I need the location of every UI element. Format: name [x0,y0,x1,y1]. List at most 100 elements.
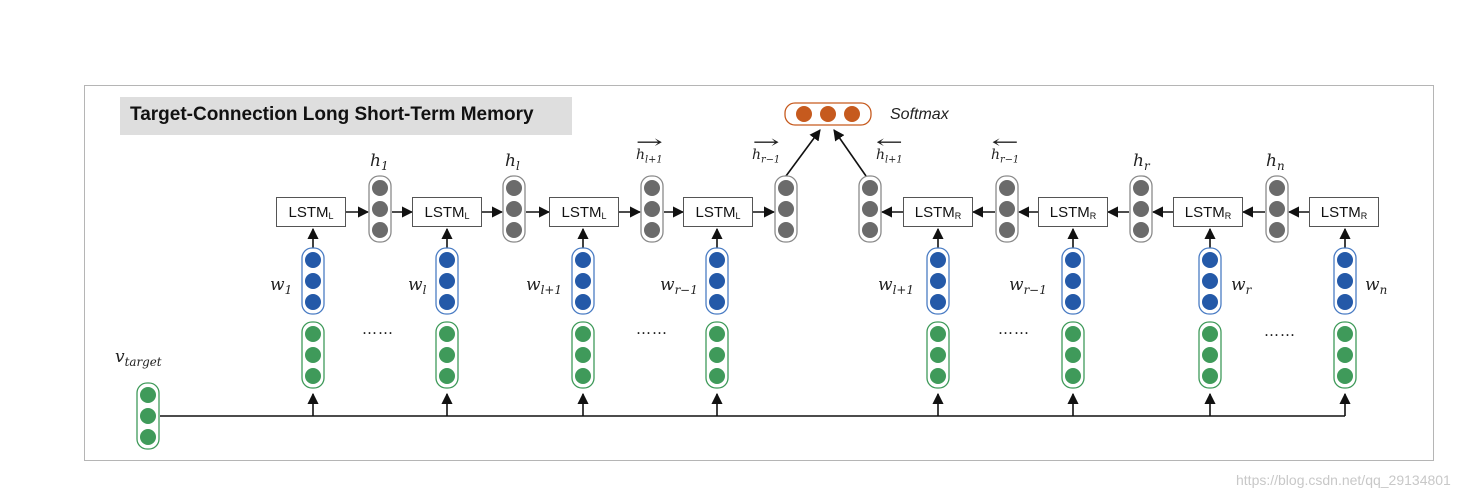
word-embedding-vector [571,247,595,315]
target-embedding-vector [435,321,459,389]
word-embedding-vector [1198,247,1222,315]
hidden-label: →hr−1 [752,134,780,165]
vector-unit [930,252,946,268]
to-softmax-arrow [833,129,867,177]
vector-unit [575,326,591,342]
vector-unit [1337,347,1353,363]
label-subscript: l+1 [540,283,562,298]
vector-unit [305,273,321,289]
vector-unit [1065,347,1081,363]
label-subscript: r−1 [674,283,698,298]
ellipsis: …… [1264,322,1296,340]
lstm-text: LSTM [288,203,329,221]
vector-unit [305,252,321,268]
word-label: wr [1231,277,1251,297]
target-embedding-vector [1198,321,1222,389]
vector-unit [1202,347,1218,363]
vector-unit [862,222,878,238]
lstm-text: LSTM [914,203,955,221]
hidden-state-vector [858,175,882,243]
label-subscript: r [1143,159,1150,174]
vector-unit [1065,273,1081,289]
vector-unit [1337,326,1353,342]
lstm-subscript: R [1224,210,1232,221]
vector-unit [506,180,522,196]
vector-unit [709,252,725,268]
vector-unit [1202,294,1218,310]
label-subscript: l+1 [892,283,914,298]
label-subscript: n [1276,159,1285,174]
vector-unit [506,222,522,238]
label-subscript: 1 [284,283,293,298]
label-base: h [1266,151,1277,171]
watermark: https://blog.csdn.net/qq_29134801 [1236,472,1451,488]
vector-unit [999,180,1015,196]
label-base: w [1365,275,1380,295]
vector-unit [862,180,878,196]
vector-unit [1202,368,1218,384]
hidden-label: hn [1266,153,1285,173]
vector-unit [439,368,455,384]
label-base: h [876,147,886,163]
hidden-label: h1 [370,153,389,173]
lstm-text: LSTM [1049,203,1090,221]
word-embedding-vector [705,247,729,315]
direction-arrow: → [752,132,780,153]
target-vector [136,382,160,450]
vector-unit [709,326,725,342]
word-embedding-vector [435,247,459,315]
diagram-frame [84,85,1434,461]
vector-unit [644,180,660,196]
vector-unit [709,368,725,384]
vector-unit [1269,222,1285,238]
hidden-state-vector [1265,175,1289,243]
target-embedding-vector [926,321,950,389]
word-label: wl+1 [878,277,914,297]
lstm-subscript: L [601,210,607,221]
label-subscript: l+1 [645,154,663,166]
vector-unit [439,273,455,289]
vector-unit [709,347,725,363]
vector-unit [1133,201,1149,217]
vector-unit [140,429,156,445]
vector-unit [439,252,455,268]
label-base: w [1231,275,1246,295]
vector-unit [644,201,660,217]
vector-unit [930,368,946,384]
vector-unit [305,326,321,342]
hidden-state-vector [995,175,1019,243]
diagram-title: Target-Connection Long Short-Term Memory [130,104,534,125]
ellipsis: …… [636,320,668,338]
hidden-label: hr [1133,153,1150,173]
label-subscript: l [515,159,520,174]
target-label: vtarget [115,349,162,369]
vector-unit [644,222,660,238]
lstm-subscript: L [735,210,741,221]
lstm-text: LSTM [1184,203,1225,221]
vector-unit [305,347,321,363]
vector-unit [1202,326,1218,342]
ellipsis: …… [998,320,1030,338]
vector-unit [1133,222,1149,238]
vector-unit [1065,294,1081,310]
vector-unit [1269,201,1285,217]
vector-unit [575,273,591,289]
label-base: w [878,275,893,295]
vector-unit [575,347,591,363]
vector-unit [1269,180,1285,196]
vector-unit [709,273,725,289]
title-background [120,97,572,135]
vector-unit [778,222,794,238]
vector-unit [1337,368,1353,384]
label-base: h [991,147,1001,163]
vector-unit [1065,368,1081,384]
target-embedding-vector [1333,321,1357,389]
